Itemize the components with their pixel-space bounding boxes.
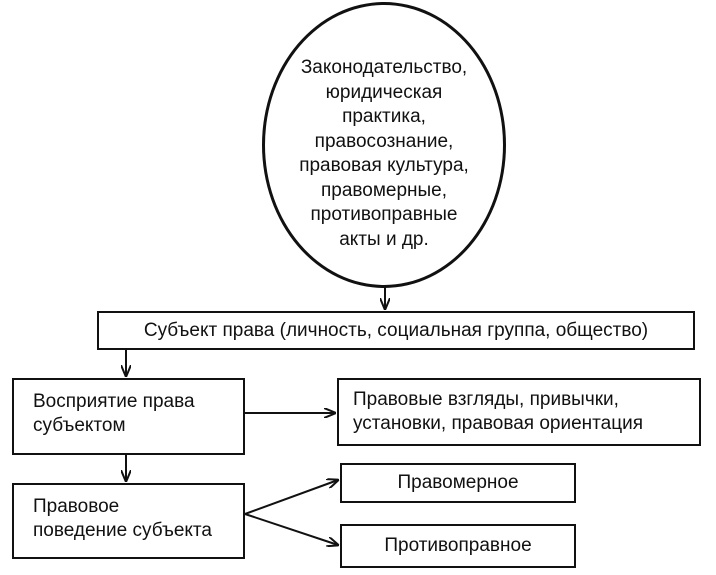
- legal-behavior-line: поведение субъекта: [33, 520, 212, 541]
- source-item: противоправные: [310, 204, 458, 225]
- source-item: юридическая: [325, 81, 443, 103]
- source-item: правовая культура,: [299, 155, 469, 176]
- legal-behavior-line: Правовое: [33, 496, 120, 517]
- sources-list: Законодательство, юридическая практика, …: [278, 56, 490, 252]
- source-item: акты и др.: [339, 228, 429, 250]
- legal-views-box: Правовые взгляды, привычки, установки, п…: [337, 378, 701, 446]
- subject-of-law-box: Субъект права (личность, социальная груп…: [97, 311, 695, 350]
- legal-views-line: установки, правовая ориентация: [353, 413, 644, 434]
- sources-circle: [262, 2, 506, 288]
- subject-of-law-text: Субъект права (личность, социальная груп…: [143, 319, 649, 341]
- legal-behavior-box: Правовое поведение субъекта: [12, 483, 245, 559]
- lawful-box: Правомерное: [340, 463, 576, 503]
- perception-box: Восприятие права субъектом: [12, 378, 245, 455]
- source-item: Законодательство,: [300, 57, 468, 78]
- lawful-text: Правомерное: [397, 472, 519, 493]
- perception-line: Восприятие права: [33, 391, 195, 412]
- arrow-behavior-to-unlawful: [244, 513, 338, 545]
- source-item: правосознание,: [314, 130, 454, 152]
- source-item: правомерные,: [320, 179, 448, 201]
- source-item: практика,: [342, 106, 426, 127]
- perception-line: субъектом: [33, 415, 126, 436]
- unlawful-box: Противоправное: [340, 524, 576, 568]
- legal-views-line: Правовые взгляды, привычки,: [353, 389, 619, 410]
- arrow-behavior-to-lawful: [244, 480, 338, 515]
- unlawful-text: Противоправное: [384, 535, 532, 556]
